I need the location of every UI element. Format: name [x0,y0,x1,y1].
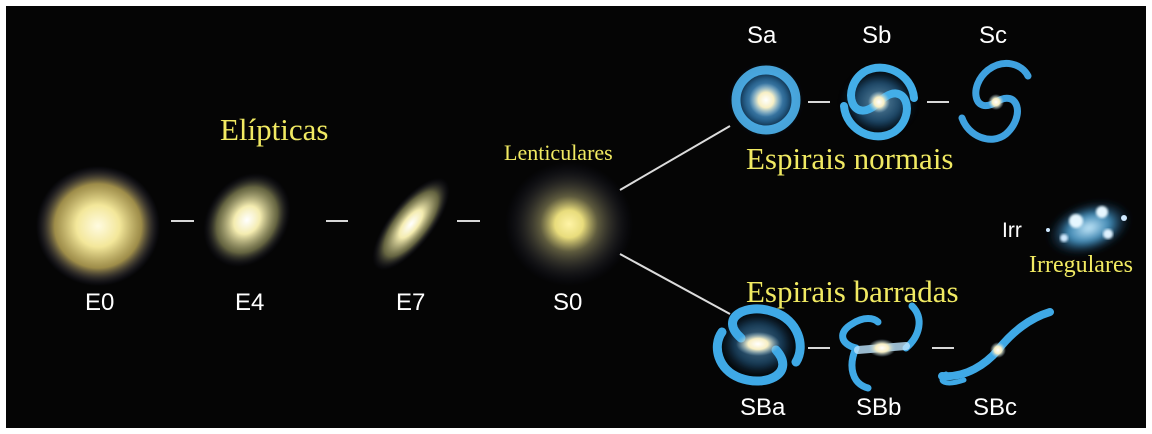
type-label-sa: Sa [747,22,777,49]
group-label-barred-spiral: Espirais barradas [746,274,959,309]
galaxy-irr [1046,199,1132,257]
group-label-irregular: Irregulares [1029,252,1133,278]
galaxy-sbc [938,308,1054,386]
type-label-irr: Irr [1002,219,1022,242]
group-label-normal-spiral: Espirais normais [746,141,954,176]
galaxy-e0 [36,166,160,286]
type-label-e4: E4 [235,289,265,316]
group-label-lenticular: Lenticulares [504,140,613,165]
type-label-e7: E7 [396,289,426,316]
type-label-sbc: SBc [973,394,1018,421]
galaxy-sa [730,64,802,136]
galaxy-sc [958,59,1032,143]
galaxy-sba [712,304,805,386]
galaxy-s0 [505,162,633,286]
sequence-dashes [171,101,954,349]
galaxy-sb [840,63,918,141]
hubble-sequence-diagram: Elípticas Lenticulares Espirais normais … [6,6,1146,428]
galaxy-e7 [372,177,450,271]
group-label-elliptical: Elípticas [220,112,329,147]
galaxy-sbb [839,302,923,392]
fork-branches [619,125,731,315]
type-label-sc: Sc [979,22,1008,49]
type-label-sb: Sb [862,22,892,49]
galaxy-artwork [36,59,1132,392]
type-label-sbb: SBb [856,394,902,421]
galaxy-e4 [203,173,291,267]
type-label-s0: S0 [553,289,583,316]
type-label-sba: SBa [740,394,786,421]
type-label-e0: E0 [85,289,115,316]
